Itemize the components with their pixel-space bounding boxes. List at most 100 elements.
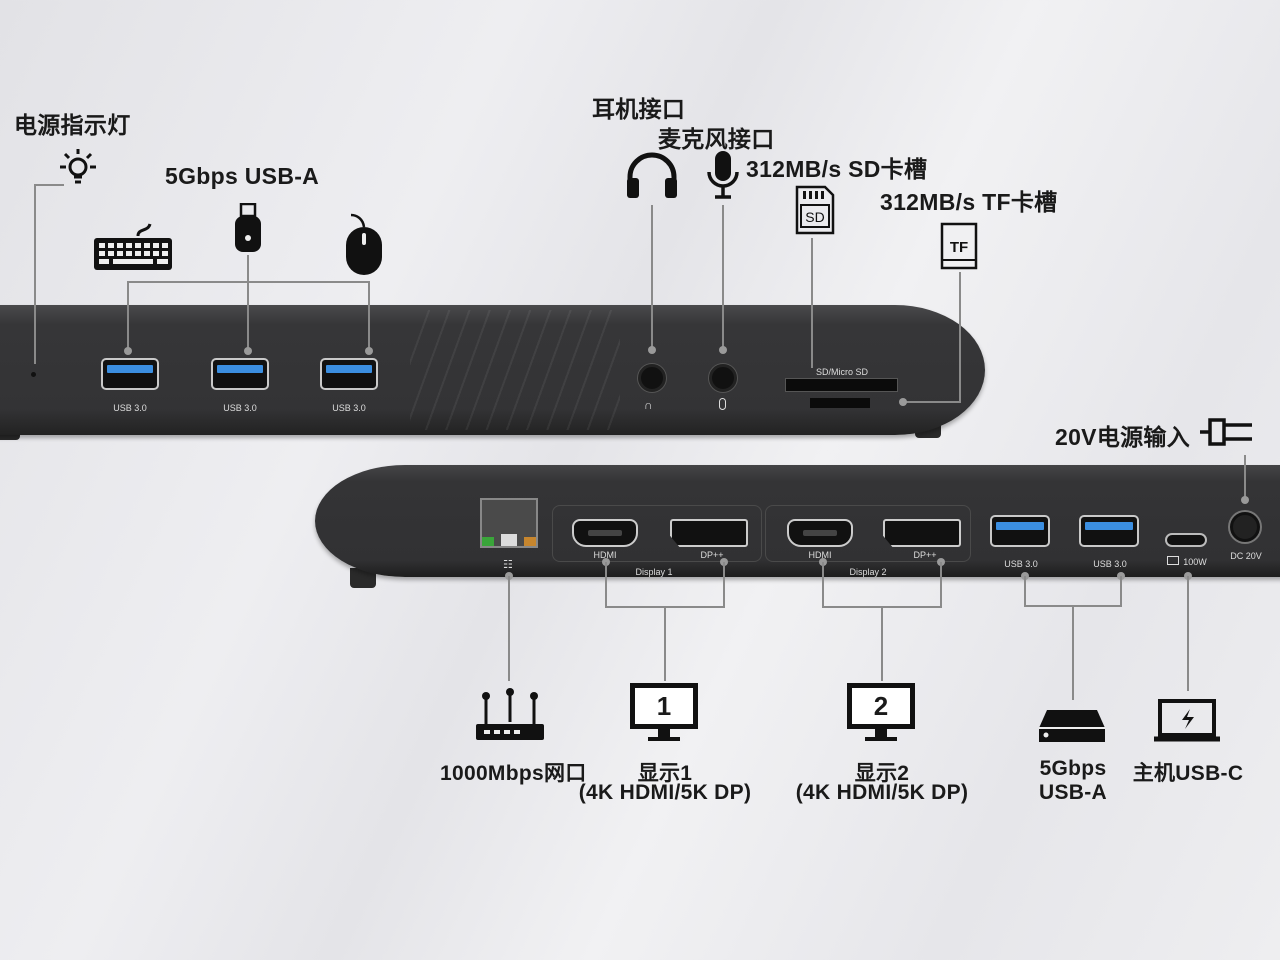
external-drive-icon (1037, 708, 1107, 744)
leader-line (34, 184, 64, 186)
host-usbc-label: 主机USB-C (1132, 762, 1244, 785)
leader-line (247, 281, 249, 351)
headphones-icon (625, 150, 679, 200)
leader-line (722, 205, 724, 350)
display1-group-label: Display 1 (635, 567, 673, 577)
sd-card-slot[interactable] (785, 378, 898, 392)
power-plug-icon (1200, 413, 1256, 451)
leader-line (1187, 576, 1189, 691)
leader-dot (244, 347, 252, 355)
hdmi-port-1[interactable] (572, 519, 638, 547)
dp-port-1[interactable] (670, 519, 748, 547)
hdmi-label: HDMI (808, 550, 832, 560)
leader-line (903, 401, 961, 403)
leader-line (881, 606, 883, 681)
svg-text:TF: TF (950, 239, 968, 256)
headphone-port-icon: ∩ (644, 398, 653, 412)
port-label: USB 3.0 (1004, 559, 1038, 569)
hdmi-label: HDMI (593, 550, 617, 560)
headphone-label: 耳机接口 (592, 96, 686, 122)
power-input-label: 20V电源输入 (1055, 424, 1191, 450)
port-label: USB 3.0 (113, 403, 147, 413)
usb-a-port[interactable] (101, 358, 159, 390)
ethernet-port[interactable] (480, 498, 538, 548)
monitor-stand (875, 729, 887, 737)
sd-card-icon: SD (795, 185, 835, 235)
leader-line (605, 562, 607, 608)
display1-label: 显示1 (637, 762, 693, 785)
leader-dot (124, 347, 132, 355)
usb-a-speed-label: 5Gbps (1039, 757, 1107, 780)
leader-line (1244, 455, 1246, 500)
leader-line (127, 281, 129, 351)
monitor-number: 2 (873, 691, 889, 721)
headphone-jack[interactable] (638, 364, 666, 392)
network-port-icon: ☷ (503, 559, 513, 571)
leader-line (811, 238, 813, 368)
display2-port-group (765, 505, 971, 562)
tf-card-slot[interactable] (810, 398, 870, 408)
usb-a-port[interactable] (1079, 515, 1139, 547)
leader-dot (719, 346, 727, 354)
port-label: USB 3.0 (1093, 559, 1127, 569)
leader-line (34, 184, 36, 364)
leader-line (723, 562, 725, 608)
port-label: USB 3.0 (332, 403, 366, 413)
monitor-stand (658, 729, 670, 737)
monitor-stand (865, 737, 897, 741)
usb-a-port[interactable] (211, 358, 269, 390)
laptop-icon (1154, 699, 1220, 743)
display2-group-label: Display 2 (849, 567, 887, 577)
leader-line (368, 281, 370, 351)
mic-label: 麦克风接口 (658, 126, 775, 152)
dp-label: DP++ (913, 550, 937, 560)
usb-a-port[interactable] (990, 515, 1050, 547)
leader-line (822, 562, 824, 608)
svg-text:SD: SD (805, 209, 824, 225)
sd-slot-label: 312MB/s SD卡槽 (746, 156, 928, 182)
lightbulb-icon (55, 145, 101, 191)
microphone-icon (705, 150, 741, 200)
leader-line (1120, 576, 1122, 607)
usb-stick-icon (233, 203, 263, 253)
lan-led-green (482, 537, 494, 546)
leader-line (508, 576, 510, 681)
rj45-latch (501, 534, 517, 546)
laptop-port-icon (1167, 556, 1179, 565)
leader-dot (899, 398, 907, 406)
usb-a-port[interactable] (320, 358, 378, 390)
leader-line (959, 272, 961, 403)
keyboard-icon (93, 222, 173, 272)
usbc-label: 100W (1183, 557, 1207, 567)
lan-led-orange (524, 537, 536, 546)
monitor-2-icon: 2 (847, 683, 915, 729)
usb-c-port[interactable] (1165, 533, 1207, 547)
display1-spec: (4K HDMI/5K DP) (578, 781, 752, 804)
monitor-number: 1 (656, 691, 672, 721)
usb-a-type-label: USB-A (1039, 781, 1107, 804)
dock-front-panel (0, 305, 985, 435)
display1-port-group (552, 505, 762, 562)
usb-a-label: 5Gbps USB-A (165, 163, 320, 189)
leader-line (940, 562, 942, 608)
leader-line (247, 255, 249, 283)
dc-power-jack[interactable] (1230, 512, 1260, 542)
mic-jack[interactable] (709, 364, 737, 392)
lan-label: 1000Mbps网口 (440, 762, 587, 785)
sd-slot-text: SD/Micro SD (815, 367, 869, 377)
mouse-icon (343, 213, 385, 277)
dp-port-2[interactable] (883, 519, 961, 547)
vent-stripes (410, 310, 620, 430)
power-led (31, 372, 36, 377)
dp-label: DP++ (700, 550, 724, 560)
power-led-label: 电源指示灯 (14, 112, 131, 138)
router-icon (474, 688, 546, 742)
leader-line (1024, 576, 1026, 607)
dc-label: DC 20V (1230, 551, 1262, 561)
monitor-1-icon: 1 (630, 683, 698, 729)
leader-dot (1241, 496, 1249, 504)
hdmi-port-2[interactable] (787, 519, 853, 547)
leader-dot (365, 347, 373, 355)
display2-spec: (4K HDMI/5K DP) (795, 781, 969, 804)
port-label: USB 3.0 (223, 403, 257, 413)
